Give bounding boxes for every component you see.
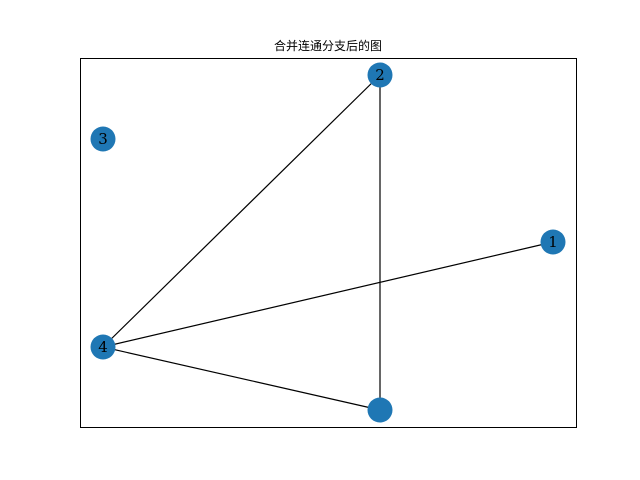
edge-4-2 — [102, 74, 381, 348]
node-5 — [367, 397, 393, 423]
plot-frame — [80, 58, 577, 428]
edge-4-1 — [102, 241, 554, 348]
node-label-3: 3 — [98, 130, 108, 148]
edge-4-5 — [102, 346, 381, 411]
node-3 — [90, 126, 116, 152]
node-4 — [90, 334, 116, 360]
node-label-4: 4 — [98, 338, 108, 356]
node-label-2: 2 — [375, 66, 385, 84]
node-1 — [540, 229, 566, 255]
node-label-1: 1 — [548, 233, 558, 251]
node-2 — [367, 62, 393, 88]
edge-layer — [102, 74, 554, 411]
node-layer: 1 2 3 4 — [90, 62, 566, 423]
figure-title: 合并连通分支后的图 — [274, 38, 382, 53]
